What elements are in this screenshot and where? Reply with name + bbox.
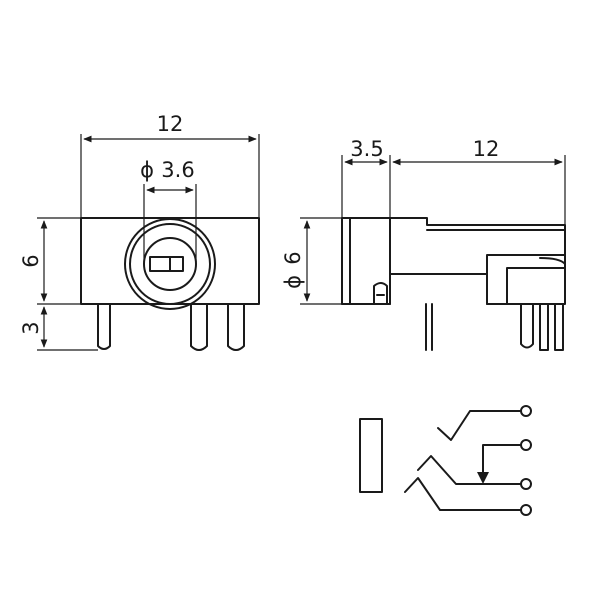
side-pin-rear-1 [520, 303, 534, 349]
dim-hole-diameter: ϕ 3.6 [140, 158, 197, 262]
socket-outer-ring [124, 218, 216, 310]
terminal-4 [520, 504, 532, 516]
side-rear-bracket [486, 254, 566, 305]
socket-hole [143, 237, 197, 291]
dim-side-diameter: ϕ 6 [281, 217, 342, 305]
dim-front-height: 6 3 [19, 217, 98, 351]
dim-side-diameter-label: 6 [281, 251, 305, 264]
front-pin-left [97, 303, 111, 350]
side-pin-rear-3 [554, 303, 564, 351]
side-lower-front [341, 273, 391, 305]
schematic-switch-arrow [477, 472, 489, 484]
dim-hole-diameter-symbol: ϕ [140, 158, 154, 182]
schematic-contact-bottom [404, 477, 521, 511]
front-view: 12 ϕ 3.6 6 3 [19, 112, 260, 351]
side-view: 3.5 12 ϕ 6 [281, 137, 566, 351]
dim-body-length-label: 12 [473, 137, 500, 161]
dim-hole-diameter-label: 3.6 [161, 158, 194, 182]
terminal-1 [520, 405, 532, 417]
terminal-2 [520, 439, 532, 451]
dim-pin-length-label: 3 [19, 321, 43, 334]
schematic-symbol [359, 405, 532, 516]
schematic-contact-top [437, 410, 521, 441]
dim-front-height-label: 6 [19, 254, 43, 267]
socket-inner-ring [129, 223, 211, 305]
dim-side-diameter-symbol: ϕ [281, 275, 305, 289]
side-latch [373, 282, 388, 305]
dim-side-top: 3.5 12 [341, 137, 566, 225]
dim-front-depth-label: 3.5 [350, 137, 383, 161]
side-pin-front [425, 303, 433, 351]
front-pin-right [227, 303, 245, 351]
terminal-3 [520, 478, 532, 490]
side-collar [341, 217, 391, 305]
schematic-contact-middle [417, 455, 521, 485]
schematic-plug [359, 418, 383, 493]
side-pin-rear-2 [539, 303, 549, 351]
dim-front-width: 12 [80, 112, 260, 218]
dim-front-width-label: 12 [157, 112, 184, 136]
front-pin-middle [190, 303, 208, 351]
schematic-switch-line [482, 444, 521, 479]
socket-contact [149, 256, 184, 272]
